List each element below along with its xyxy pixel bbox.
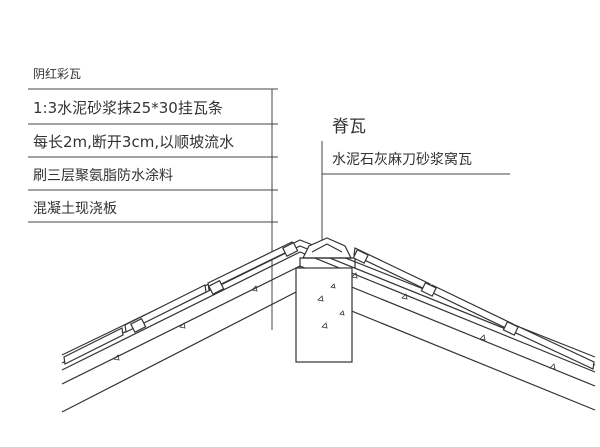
roof-tile bbox=[513, 324, 595, 370]
hatch-mark bbox=[401, 293, 408, 300]
hatch-mark bbox=[479, 334, 486, 341]
concrete-hatch bbox=[113, 272, 556, 370]
ridge-tile bbox=[302, 237, 352, 259]
callout-layer-4: 混凝土现浇板 bbox=[33, 201, 117, 217]
callout-title: 脊瓦 bbox=[332, 117, 366, 137]
left-callout: 阴红彩瓦 1:3水泥砂浆抹25*30挂瓦条 每长2m,断开3cm,以顺坡流水 刷… bbox=[28, 66, 278, 330]
hatch-mark bbox=[549, 363, 556, 370]
callout-header: 阴红彩瓦 bbox=[33, 66, 81, 81]
roof-tile bbox=[124, 284, 207, 333]
hatch-mark bbox=[251, 285, 258, 292]
hatch-mark bbox=[339, 310, 345, 316]
ridge-mortar-bed bbox=[299, 257, 356, 268]
slab-top-line bbox=[61, 251, 596, 373]
right-callout: 脊瓦 水泥石灰麻刀砂浆窝瓦 bbox=[321, 117, 510, 255]
tile-batten bbox=[502, 320, 519, 336]
callout-layer-3: 刷三层聚氨脂防水涂料 bbox=[33, 168, 173, 184]
right-roof-tiles bbox=[352, 247, 595, 370]
callout-layer-1: 1:3水泥砂浆抹25*30挂瓦条 bbox=[33, 99, 223, 117]
tile-batten bbox=[420, 281, 437, 297]
hatch-mark bbox=[351, 272, 358, 279]
hatch-mark bbox=[113, 354, 120, 361]
roof-section bbox=[61, 237, 596, 413]
left-roof-tiles bbox=[63, 241, 299, 365]
ridge-tile-curve bbox=[311, 243, 343, 253]
tile-batten bbox=[130, 317, 147, 333]
tile-batten bbox=[282, 241, 299, 257]
callout-layer-2: 每长2m,断开3cm,以顺坡流水 bbox=[33, 133, 234, 151]
hatch-mark bbox=[179, 322, 186, 329]
hatch-mark bbox=[330, 283, 336, 289]
roof-tile bbox=[63, 327, 124, 365]
tile-batten bbox=[352, 248, 369, 264]
hatch-mark bbox=[317, 295, 324, 302]
tile-batten bbox=[208, 279, 225, 295]
hatch-mark bbox=[321, 322, 328, 329]
callout-layer-1: 水泥石灰麻刀砂浆窝瓦 bbox=[332, 151, 472, 168]
